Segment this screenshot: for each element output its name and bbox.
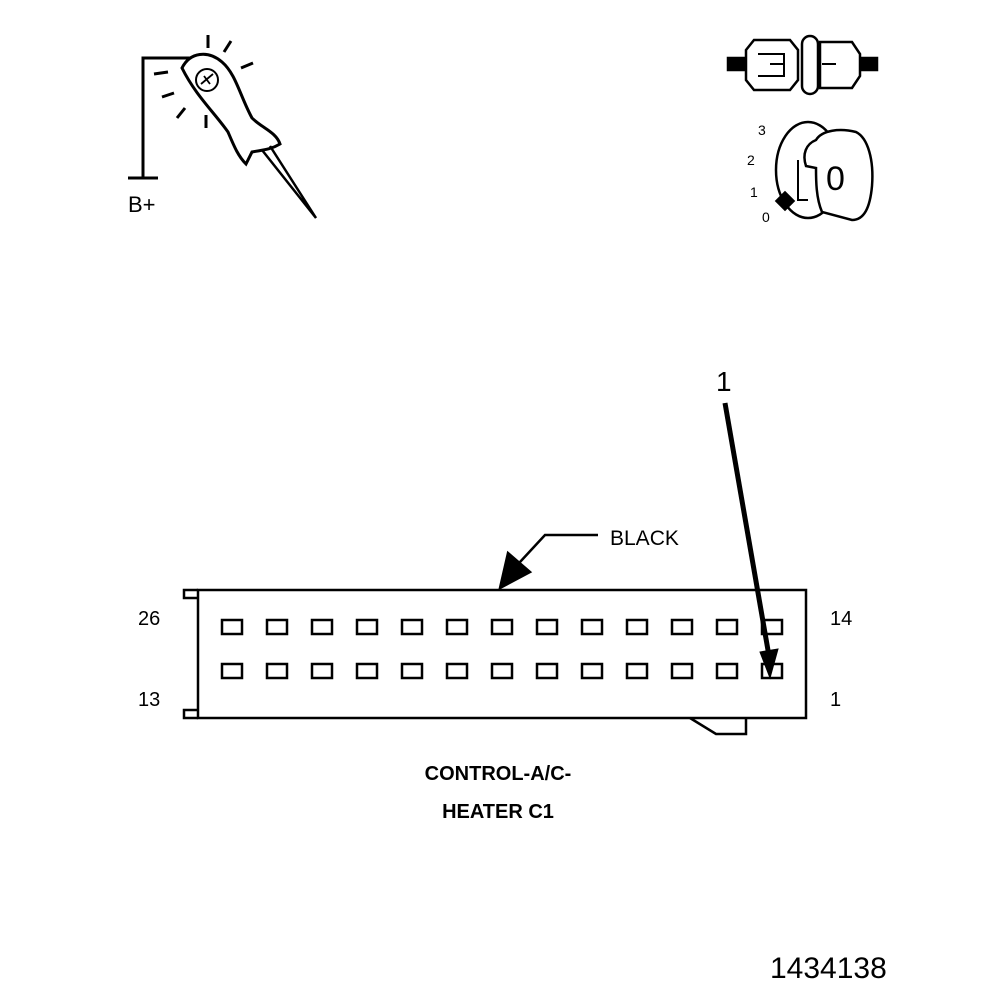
supply-label: B+ xyxy=(128,192,156,217)
connector-title-line-1: CONTROL-A/C- xyxy=(424,763,572,785)
pin-cavity xyxy=(715,662,739,680)
connector-title-line-2: HEATER C1 xyxy=(442,801,554,823)
pin-cavity xyxy=(670,662,694,680)
connector-color-label: BLACK xyxy=(610,527,679,550)
pin-cavity xyxy=(580,618,604,636)
pin-label-13: 13 xyxy=(138,689,161,711)
pin-cavity xyxy=(625,662,649,680)
pin-cavity xyxy=(535,662,559,680)
pin-cavity xyxy=(220,618,244,636)
pin-cavity xyxy=(355,662,379,680)
ignition-key-icon xyxy=(774,120,874,222)
callout-1-arrow xyxy=(722,402,779,680)
pin-cavity xyxy=(265,618,289,636)
pin-cavity xyxy=(625,618,649,636)
key-label: 0 xyxy=(826,160,845,198)
pin-cavity xyxy=(355,618,379,636)
connector-disconnected-icon xyxy=(726,34,879,96)
pin-cavity xyxy=(400,662,424,680)
pin-cavity xyxy=(580,662,604,680)
connector-c1 xyxy=(182,588,808,736)
callout-label: 1 xyxy=(716,366,732,397)
pin-cavity xyxy=(670,618,694,636)
pin-cavity xyxy=(445,662,469,680)
pin-label-1: 1 xyxy=(830,689,842,711)
ignition-position-0: 0 xyxy=(762,209,770,225)
pin-label-26: 26 xyxy=(138,608,161,630)
pin-cavity xyxy=(715,618,739,636)
pin-cavity xyxy=(445,618,469,636)
ignition-position-1: 1 xyxy=(750,184,758,200)
pin-cavity xyxy=(310,662,334,680)
pin-cavity xyxy=(220,662,244,680)
color-leader xyxy=(498,533,598,591)
pin-cavity xyxy=(535,618,559,636)
pin-cavity xyxy=(490,618,514,636)
test-light-icon xyxy=(128,35,318,219)
pin-cavities xyxy=(220,618,784,680)
pin-label-14: 14 xyxy=(830,608,853,630)
pin-cavity xyxy=(265,662,289,680)
pin-cavity xyxy=(490,662,514,680)
ignition-position-2: 2 xyxy=(747,152,755,168)
ignition-position-3: 3 xyxy=(758,122,766,138)
figure-number: 1434138 xyxy=(770,952,887,985)
pin-cavity xyxy=(400,618,424,636)
pin-cavity xyxy=(310,618,334,636)
